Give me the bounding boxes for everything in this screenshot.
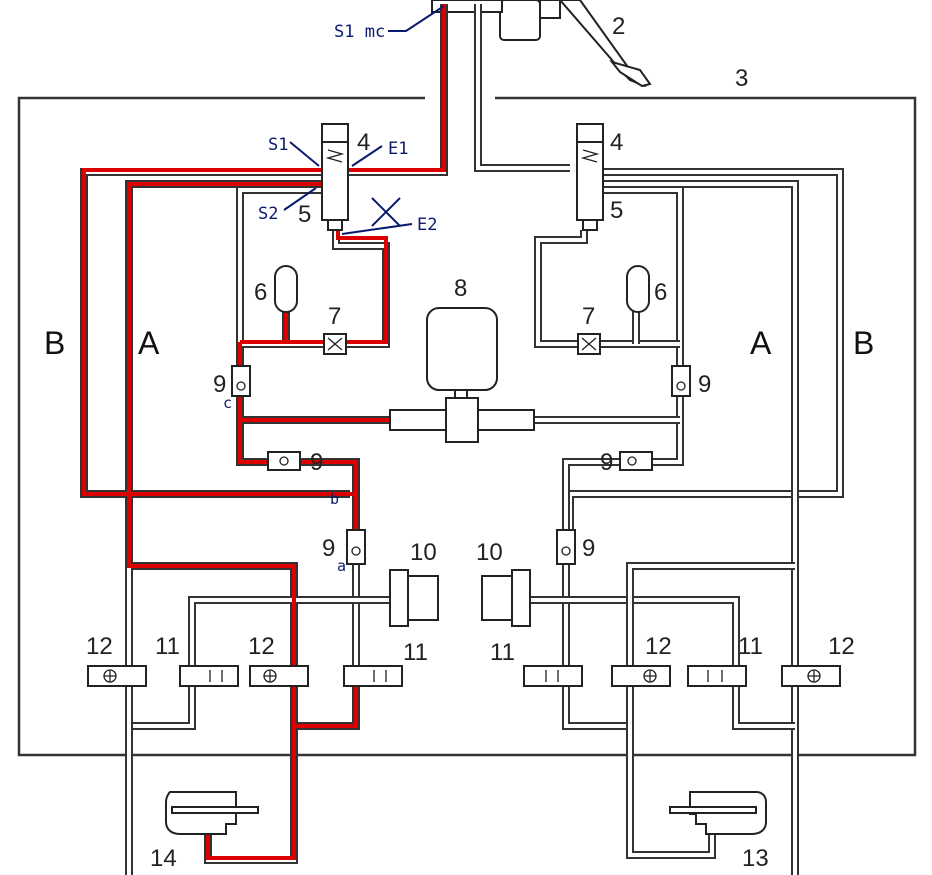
accumulator-6-left: [274, 265, 298, 313]
label-pump8: 8: [454, 275, 467, 302]
label-valve12-right-2: 12: [828, 633, 855, 660]
label-damper10-left: 10: [410, 539, 437, 566]
pump-housing: [445, 397, 479, 443]
annotation-e2: E2: [417, 215, 437, 235]
annotation-pointer-s1-mc: [388, 5, 445, 32]
label-damper10-right: 10: [476, 539, 503, 566]
check-ball-icon: [561, 546, 571, 556]
zone-label-b-left: B: [44, 325, 65, 361]
brake-caliper-13: [669, 791, 767, 835]
label-accum6-left: 6: [254, 279, 267, 306]
zone-label-a-left: A: [138, 325, 160, 361]
label-valve5-left: 5: [298, 201, 311, 228]
damper-10-right: [481, 569, 531, 627]
valve-12-left-2: [249, 665, 309, 687]
annotation-b: b: [330, 490, 339, 508]
label-valve11-left-1: 11: [155, 633, 180, 660]
valve-4-5-right: [576, 123, 604, 231]
valve-11-right-2: [687, 665, 747, 687]
brake-caliper-14: [165, 791, 259, 835]
valve-port: [327, 219, 343, 231]
zone-label-a-right: A: [750, 325, 772, 361]
check-valve-9-c: [231, 365, 251, 397]
label-check9-b: 9: [310, 449, 323, 476]
label-valve5-right: 5: [610, 197, 623, 224]
pump-piston-left: [389, 409, 447, 431]
booster-neck: [539, 0, 561, 19]
label-accum6-right: 6: [654, 279, 667, 306]
label-pedal-2: 2: [612, 13, 625, 40]
check-valve-9-right-upper: [671, 365, 691, 397]
valve-body-5-left: [321, 141, 349, 221]
check-ball-icon: [351, 546, 361, 556]
valve-body-5-right: [576, 141, 604, 221]
zone-label-b-right: B: [853, 325, 874, 361]
pump-piston-right: [477, 409, 535, 431]
label-valve12-left-2: 12: [248, 633, 275, 660]
restrictor-7-left: [323, 333, 347, 355]
solenoid-4-left: [321, 123, 349, 143]
valve-11-right-1: [523, 665, 583, 687]
label-valve12-right-1: 12: [645, 633, 672, 660]
label-check9-a: 9: [322, 535, 335, 562]
pump-motor-8: [389, 307, 535, 443]
annotation-c: c: [223, 394, 232, 412]
label-valve4-right: 4: [610, 129, 623, 156]
brake-pedal-pad: [609, 60, 652, 88]
label-caliper14: 14: [150, 845, 177, 872]
master-cylinder-body: [431, 0, 503, 13]
check-ball-icon: [676, 381, 686, 391]
pump-shaft: [454, 389, 468, 399]
annotation-pointer-s1: [289, 141, 320, 167]
master-cylinder-pedal: [431, 0, 652, 88]
annotation-s1-mc: S1 mc: [334, 22, 385, 42]
restrictor-7-right: [577, 333, 601, 355]
label-check9-right-lower: 9: [582, 535, 595, 562]
annotation-pointer-e2: [341, 223, 413, 235]
frame-gap: [425, 94, 495, 102]
annotation-pointer-s2: [283, 187, 317, 211]
valve-4-5-left: [321, 123, 349, 231]
label-caliper13: 13: [742, 845, 769, 872]
annotation-s2: S2: [258, 204, 278, 224]
brake-booster: [499, 0, 541, 41]
label-check9-right-upper: 9: [698, 371, 711, 398]
label-valve11-right-2: 11: [738, 633, 763, 660]
valve-11-left-2: [343, 665, 403, 687]
blocked-cross-icon: [371, 197, 401, 227]
damper-10-left: [389, 569, 439, 627]
label-valve4-left: 4: [357, 129, 370, 156]
valve-12-right-2: [781, 665, 841, 687]
spring-icon: [325, 149, 345, 163]
label-unit-3: 3: [735, 65, 748, 92]
valve-12-right-1: [611, 665, 671, 687]
label-check9-right-mid: 9: [600, 449, 613, 476]
annotation-e1: E1: [388, 139, 408, 159]
annotation-a: a: [337, 557, 346, 575]
annotation-s1: S1: [268, 135, 288, 155]
pump-motor-body: [426, 307, 498, 391]
label-restrictor7-left: 7: [328, 303, 341, 330]
check-ball-icon: [627, 456, 637, 466]
check-ball-icon: [236, 381, 246, 391]
valve-11-left-1: [179, 665, 239, 687]
spring-icon: [580, 149, 600, 163]
annotation-pointer-e1: [351, 145, 383, 167]
label-valve11-right-1: 11: [490, 639, 515, 666]
label-check9-c: 9: [213, 371, 226, 398]
label-restrictor7-right: 7: [582, 303, 595, 330]
label-valve11-left-2: 11: [403, 639, 428, 666]
check-ball-icon: [279, 456, 289, 466]
label-valve12-left-1: 12: [86, 633, 113, 660]
valve-12-left-1: [87, 665, 147, 687]
accumulator-6-right: [626, 265, 650, 313]
check-valve-9-b: [267, 451, 301, 471]
solenoid-4-right: [576, 123, 604, 143]
valve-port: [582, 219, 598, 231]
